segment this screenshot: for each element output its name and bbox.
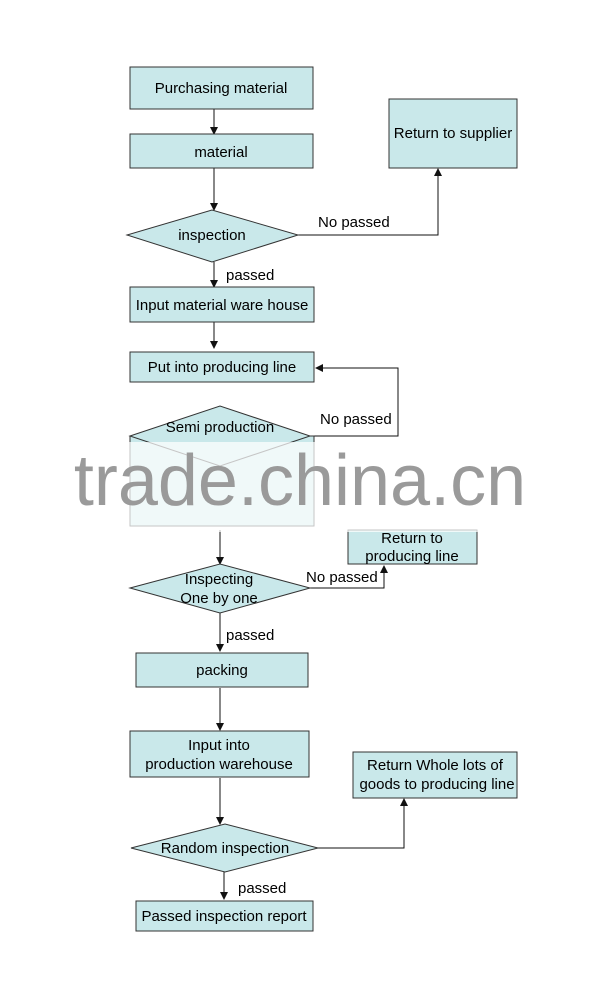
node-label: inspection [178,227,246,244]
node-input-material-warehouse: Input material ware house [129,286,315,323]
decision-inspecting-one-by-one: Inspecting One by one [128,563,312,614]
node-label: Input material ware house [136,297,309,314]
node-label: Random inspection [161,840,289,857]
node-put-into-producing-line: Put into producing line [129,351,315,383]
node-return-to-producing-line: Return to producing line [347,529,478,565]
edge-random-return-whole [318,798,408,849]
node-label: Inspecting [185,571,253,588]
node-label: producing line [365,548,458,565]
edge-inspecting-return-producing [305,565,388,589]
node-input-into-production-warehouse: Input into production warehouse [129,730,310,778]
node-label: packing [196,662,248,679]
edge-label-no-passed: No passed [318,214,390,231]
decision-random-inspection: Random inspection [130,823,319,873]
node-label: Semi production [166,419,274,436]
watermark-band [75,442,525,532]
node-label: material [194,144,247,161]
node-material: material [129,133,314,169]
edge-label-passed: passed [226,267,274,284]
edge-label-no-passed: No passed [320,411,392,428]
watermark-text: trade.china.cn [74,441,526,521]
node-return-to-supplier: Return to supplier [388,98,518,169]
node-packing: packing [135,652,309,688]
node-label: Return to supplier [394,125,512,142]
node-label: production warehouse [145,756,293,773]
decision-inspection: inspection [125,209,300,263]
edge-semi-return-producing [310,364,399,437]
node-label: Input into [188,737,250,754]
edge-label-passed: passed [238,880,286,897]
connectors [210,109,442,900]
node-label: goods to producing line [359,776,514,793]
node-label: Purchasing material [155,80,288,97]
node-label: Passed inspection report [141,908,307,925]
node-return-whole-lots: Return Whole lots of goods to producing … [352,751,518,799]
node-label: Return Whole lots of [367,757,504,774]
edge-label-passed: passed [226,627,274,644]
node-purchasing-material: Purchasing material [129,66,314,110]
node-passed-inspection-report: Passed inspection report [135,900,314,932]
edge-label-no-passed: No passed [306,569,378,586]
node-label: Put into producing line [148,359,296,376]
edge-inspection-return-supplier [298,168,442,236]
node-label: One by one [180,590,258,607]
node-label: Return to [381,530,443,547]
